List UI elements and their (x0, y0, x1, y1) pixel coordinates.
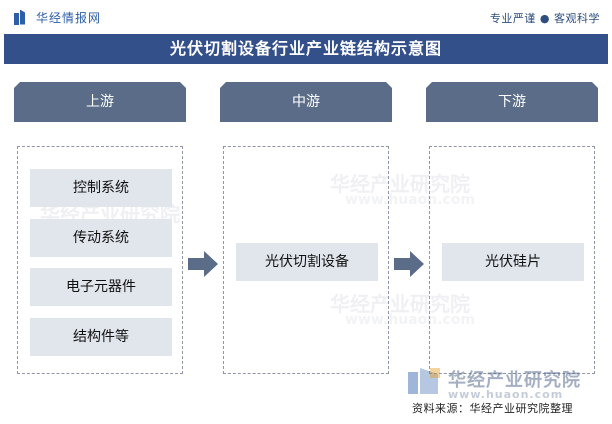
upstream-item: 传动系统 (30, 219, 172, 257)
upstream-item: 控制系统 (30, 169, 172, 207)
stage-box-downstream: 光伏硅片 (429, 146, 595, 374)
top-bar: 华经情报网 专业严谨 ● 客观科学 (0, 0, 612, 34)
source-note: 资料来源：华经产业研究院整理 (412, 402, 573, 415)
diagram-title: 光伏切割设备行业产业链结构示意图 (4, 34, 608, 64)
midstream-item: 光伏切割设备 (236, 243, 378, 281)
upstream-item: 电子元器件 (30, 268, 172, 306)
brand-logo-icon (14, 9, 30, 26)
stage-header-upstream: 上游 (13, 82, 187, 122)
footer-url: www.huaon.com (448, 388, 564, 401)
huajing-logo-icon (408, 368, 440, 394)
brand-name: 华经情报网 (36, 11, 102, 25)
downstream-item: 光伏硅片 (442, 243, 584, 281)
flow-arrow-icon (188, 251, 218, 277)
upstream-item: 结构件等 (30, 318, 172, 356)
slogan: 专业严谨 ● 客观科学 (489, 12, 600, 25)
stage-box-midstream: 光伏切割设备 (223, 146, 389, 374)
footer-brand: 华经产业研究院 (448, 370, 581, 391)
stage-box-upstream: 控制系统 传动系统 电子元器件 结构件等 (17, 146, 183, 374)
watermark-url: www.huaon.com (345, 312, 476, 328)
brand: 华经情报网 (14, 9, 101, 26)
stage-header-downstream: 下游 (425, 82, 599, 122)
watermark-url: www.huaon.com (345, 192, 476, 208)
flow-arrow-icon (394, 251, 424, 277)
stage-header-midstream: 中游 (219, 82, 393, 122)
